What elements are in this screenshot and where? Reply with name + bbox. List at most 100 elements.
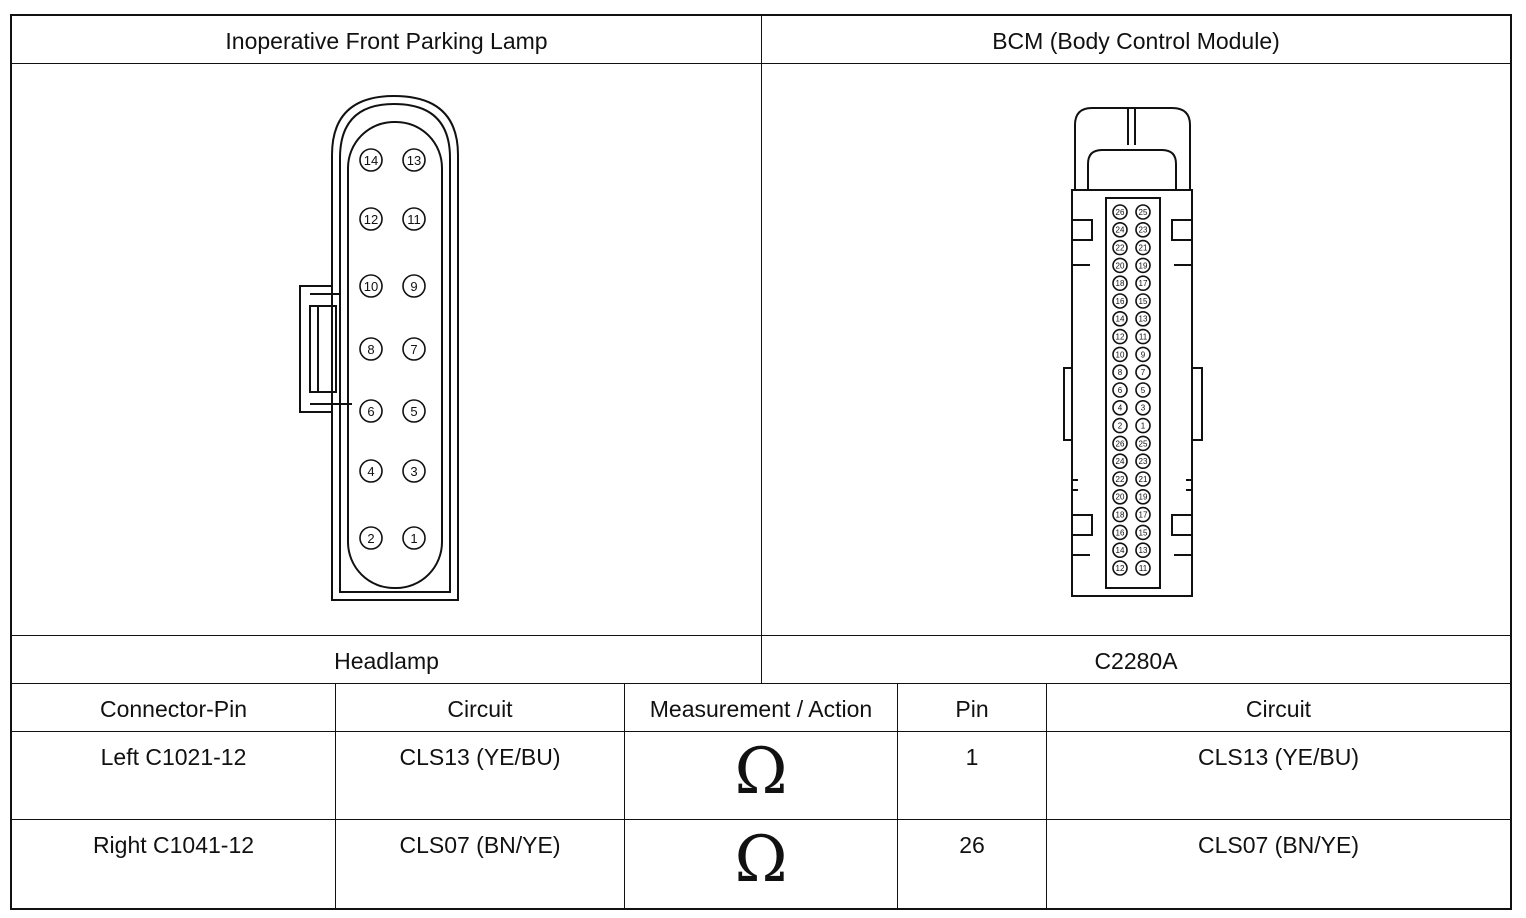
pin-label: 8	[1118, 368, 1123, 377]
pin-label: 19	[1139, 493, 1148, 502]
pin-circle	[1112, 239, 1128, 256]
pin-circle	[1135, 328, 1151, 345]
pin-circle	[1112, 542, 1128, 559]
grid-line	[1046, 683, 1047, 910]
pin-circle	[1135, 257, 1151, 274]
pin-label: 19	[1139, 261, 1148, 270]
pin-label: 6	[367, 404, 374, 419]
pin-circle	[1135, 560, 1151, 576]
pin-label: 1	[410, 531, 417, 546]
pin-circle	[1112, 399, 1128, 416]
pin-circle	[402, 399, 426, 423]
grid-line	[10, 731, 1512, 732]
pin-label: 18	[1116, 279, 1125, 288]
pin-label: 17	[1139, 510, 1148, 519]
row1-pin: 1	[965, 744, 979, 770]
pin-circle	[359, 399, 383, 423]
pin-circle	[1112, 222, 1128, 238]
pin-label: 2	[367, 531, 374, 546]
pin-label: 5	[410, 404, 417, 419]
pin-circle	[1135, 293, 1151, 309]
row1-circuit: CLS13 (YE/BU)	[399, 744, 561, 770]
pin-circle	[359, 526, 383, 550]
pin-label: 23	[1139, 457, 1148, 466]
pin-circle	[359, 274, 383, 298]
pin-label: 24	[1116, 457, 1125, 466]
pin-circle	[1135, 488, 1151, 505]
pin-circle	[402, 459, 426, 483]
pin-circle	[1135, 222, 1151, 238]
row1-connector-pin: Left C1021-12	[100, 744, 247, 770]
grid-line	[10, 819, 1512, 820]
grid-line	[897, 683, 898, 910]
pin-label: 14	[1116, 315, 1125, 324]
pin-label: 5	[1141, 386, 1146, 395]
pin-circle	[1112, 435, 1128, 452]
pin-label: 20	[1116, 261, 1125, 270]
pin-circle	[1112, 293, 1128, 309]
ohm-icon: Ω	[734, 823, 788, 897]
pin-circle	[1112, 364, 1128, 381]
pin-circle	[402, 207, 426, 231]
pin-label: 13	[407, 153, 421, 168]
pin-label: 11	[1139, 332, 1148, 341]
right-title: BCM (Body Control Module)	[992, 28, 1280, 54]
pin-label: 13	[1139, 546, 1148, 555]
pin-circle	[359, 148, 383, 172]
header-pin: Pin	[955, 696, 989, 722]
pin-label: 13	[1139, 315, 1148, 324]
headlamp-connector-icon	[299, 94, 459, 601]
pin-label: 10	[364, 279, 378, 294]
pin-circle	[1135, 399, 1151, 416]
pin-circle	[1112, 204, 1128, 220]
pin-circle	[1112, 471, 1128, 487]
header-bcm-circuit: Circuit	[1245, 696, 1312, 722]
pin-circle	[1135, 275, 1151, 292]
pin-label: 7	[1141, 368, 1146, 377]
pin-circle	[1112, 310, 1128, 327]
pin-label: 23	[1139, 226, 1148, 235]
pin-label: 14	[1116, 546, 1125, 555]
pin-label: 25	[1139, 208, 1148, 217]
pin-circle	[1135, 453, 1151, 470]
pin-circle	[1135, 346, 1151, 363]
pin-circle	[1135, 506, 1151, 523]
row2-pin: 26	[959, 832, 985, 858]
pin-circle	[1135, 471, 1151, 487]
pin-circle	[1135, 382, 1151, 398]
grid-line	[624, 683, 625, 910]
header-connector-pin: Connector-Pin	[99, 696, 248, 722]
header-measurement: Measurement / Action	[649, 696, 873, 722]
pin-label: 12	[1116, 564, 1125, 573]
pin-circle	[1135, 542, 1151, 559]
pin-label: 6	[1118, 386, 1123, 395]
pin-circle	[1112, 257, 1128, 274]
pin-circle	[402, 337, 426, 361]
row1-bcm-circuit: CLS13 (YE/BU)	[1197, 744, 1360, 770]
pin-circle	[1112, 328, 1128, 345]
pin-label: 2	[1118, 421, 1123, 430]
pin-circle	[1112, 382, 1128, 398]
pin-circle	[359, 337, 383, 361]
pin-circle	[402, 274, 426, 298]
pin-label: 11	[1139, 564, 1148, 573]
pin-circle	[1112, 524, 1128, 541]
pin-label: 4	[367, 464, 374, 479]
pin-label: 20	[1116, 493, 1125, 502]
pin-circle	[1135, 435, 1151, 452]
pin-label: 22	[1116, 475, 1125, 484]
pin-circle	[402, 526, 426, 550]
pin-label: 15	[1139, 528, 1148, 537]
pin-label: 4	[1118, 404, 1123, 413]
pin-circle	[402, 148, 426, 172]
pin-circle	[359, 459, 383, 483]
left-title: Inoperative Front Parking Lamp	[225, 28, 548, 54]
pin-circle	[1112, 275, 1128, 292]
pin-circle	[1112, 506, 1128, 523]
pin-circle	[1135, 524, 1151, 541]
left-connector-name: Headlamp	[334, 648, 439, 674]
pin-label: 18	[1116, 510, 1125, 519]
pin-label: 25	[1139, 439, 1148, 448]
pin-label: 26	[1116, 208, 1125, 217]
row2-connector-pin: Right C1041-12	[92, 832, 255, 858]
